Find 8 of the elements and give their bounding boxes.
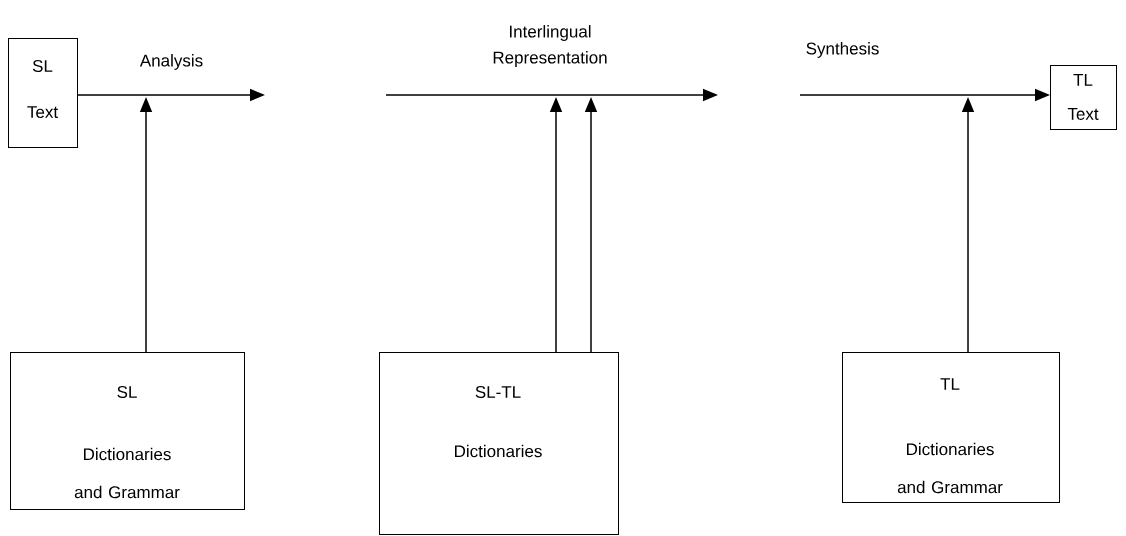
text-box: TL Text: [1050, 65, 1117, 130]
edge-label: Analysis: [139, 54, 203, 70]
dictionary-box: TL Dictionaries and Grammar: [842, 352, 1060, 503]
edge-label: Synthesis: [806, 42, 879, 58]
text-box: SL Text: [8, 38, 78, 148]
dictionary-box: SL Dictionaries and Grammar: [10, 352, 245, 510]
dictionary-box: SL-TL Dictionaries: [379, 352, 619, 535]
text-label: Interlingual Representation: [493, 25, 607, 67]
